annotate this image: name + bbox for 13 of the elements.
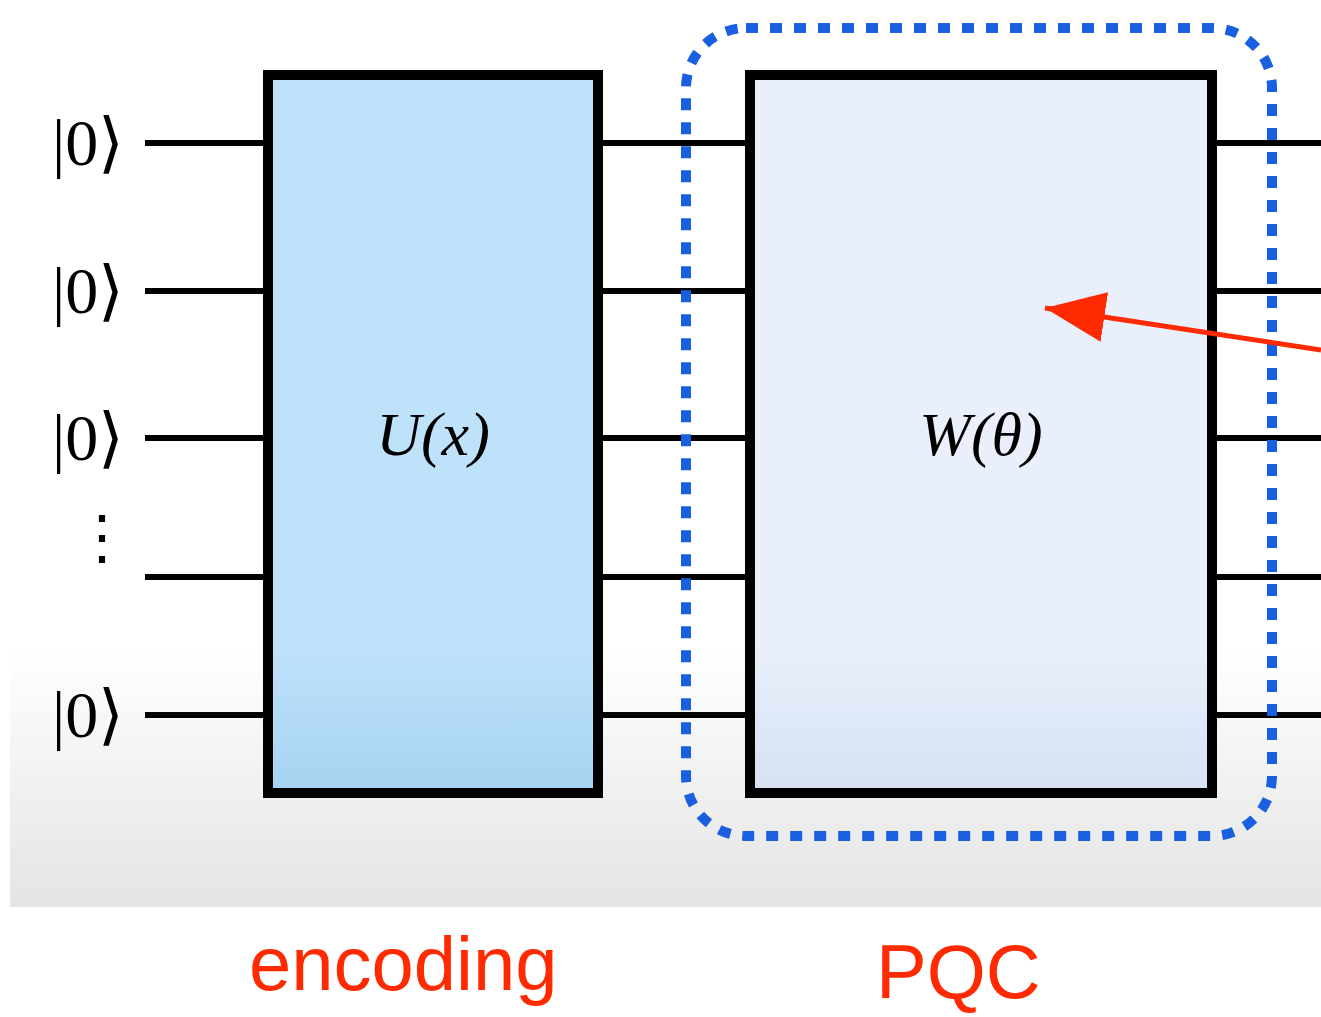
gate-label: W(θ) — [919, 398, 1043, 470]
ket-label: |0⟩ — [52, 672, 147, 758]
ket-label: |0⟩ — [52, 100, 147, 186]
qubit-wire — [145, 574, 263, 580]
qubit-wire — [145, 140, 263, 146]
ellipsis-label: ⋮ — [72, 508, 132, 568]
qubit-wire — [145, 435, 263, 441]
gate-label: U(x) — [376, 398, 490, 470]
qubit-wire — [145, 712, 263, 718]
ket-label: |0⟩ — [52, 395, 147, 481]
qubit-wire — [145, 288, 263, 294]
ket-label: |0⟩ — [52, 248, 147, 334]
pointer-arrow — [1044, 292, 1321, 353]
